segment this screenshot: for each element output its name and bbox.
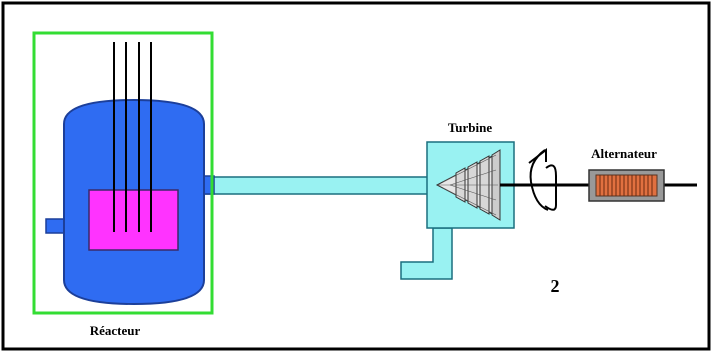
control-rods (113, 42, 152, 232)
alternator (588, 169, 665, 202)
alternator-label: Alternateur (591, 146, 657, 161)
reactor-core (88, 189, 179, 251)
turbine-label: Turbine (448, 120, 493, 135)
outlet-pipe (400, 227, 453, 280)
rotation-arrow-icon (528, 147, 557, 211)
figure-number: 2 (551, 276, 560, 296)
outer-frame (1, 1, 711, 351)
reactor-label: Réacteur (90, 323, 141, 338)
reactor-containment-box (32, 31, 214, 315)
turbine-blades-icon (435, 149, 501, 221)
steam-pipe (195, 176, 429, 195)
